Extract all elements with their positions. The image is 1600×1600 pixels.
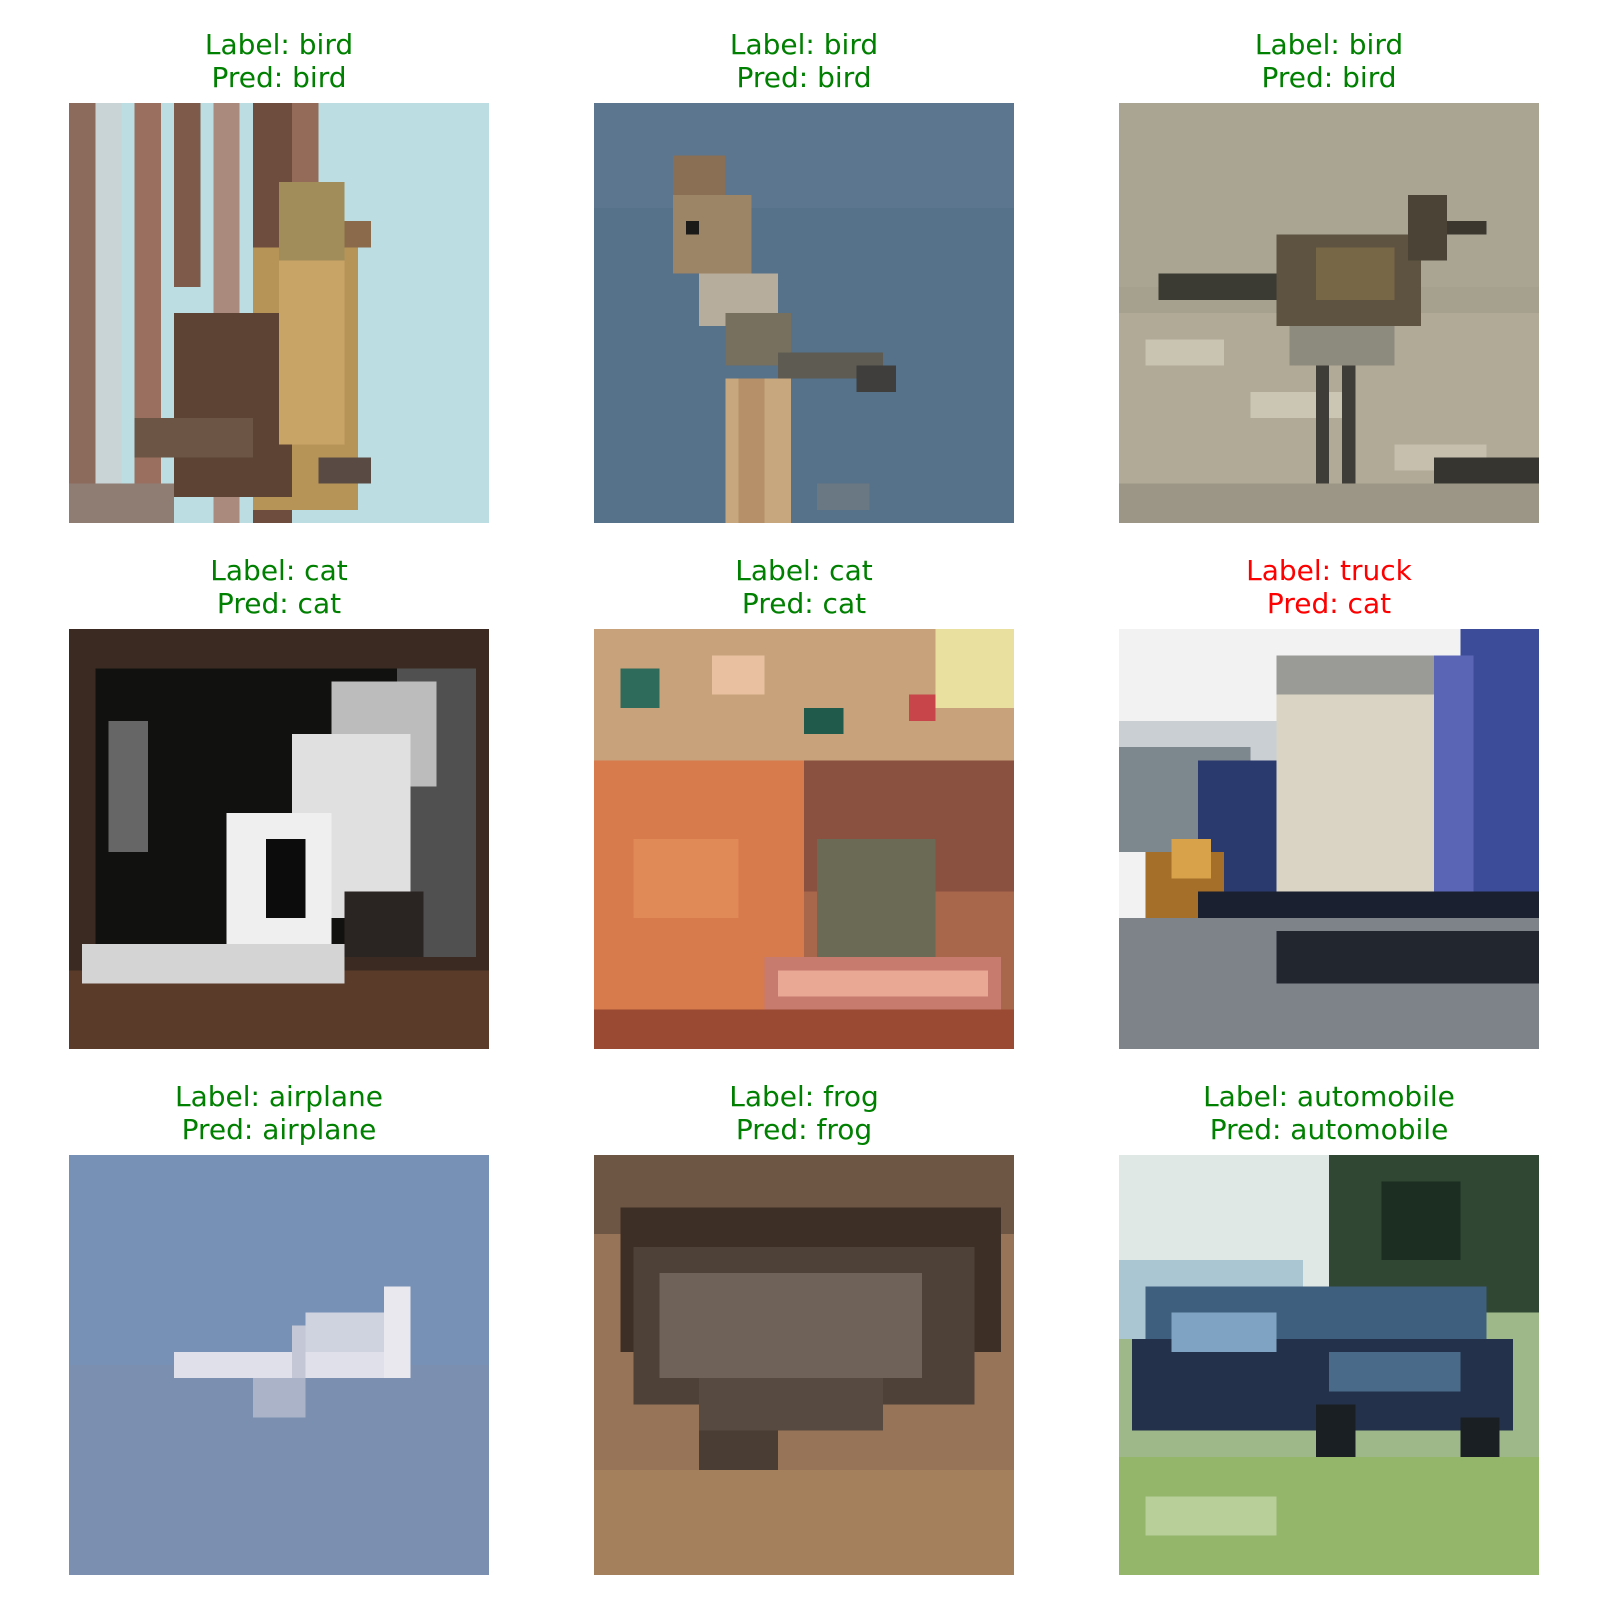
- true-label: Label: automobile: [1203, 1080, 1455, 1113]
- panel-caption: Label: cat Pred: cat: [69, 554, 489, 620]
- predicted-label: Pred: bird: [1261, 61, 1397, 94]
- sample-image: [1119, 629, 1539, 1049]
- panel-caption: Label: airplane Pred: airplane: [69, 1080, 489, 1146]
- sample-image: [1119, 103, 1539, 523]
- sample-image: [69, 629, 489, 1049]
- predicted-label: Pred: cat: [216, 587, 342, 620]
- sample-image: [594, 1155, 1014, 1575]
- true-label: Label: bird: [204, 28, 354, 61]
- true-label: Label: bird: [729, 28, 879, 61]
- sample-image: [1119, 1155, 1539, 1575]
- true-label: Label: frog: [729, 1080, 879, 1113]
- panel-caption: Label: bird Pred: bird: [594, 28, 1014, 94]
- true-label: Label: cat: [210, 554, 348, 587]
- sample-image: [594, 103, 1014, 523]
- true-label: Label: cat: [735, 554, 873, 587]
- panel-caption: Label: truck Pred: cat: [1119, 554, 1539, 620]
- true-label: Label: truck: [1246, 554, 1412, 587]
- panel-caption: Label: bird Pred: bird: [1119, 28, 1539, 94]
- panel-caption: Label: cat Pred: cat: [594, 554, 1014, 620]
- panel-caption: Label: automobile Pred: automobile: [1119, 1080, 1539, 1146]
- true-label: Label: airplane: [174, 1080, 383, 1113]
- predicted-label: Pred: frog: [735, 1113, 873, 1146]
- predicted-label: Pred: bird: [211, 61, 347, 94]
- predicted-label: Pred: cat: [741, 587, 867, 620]
- sample-image: [69, 103, 489, 523]
- predicted-label: Pred: cat: [1266, 587, 1392, 620]
- sample-image: [69, 1155, 489, 1575]
- panel-caption: Label: bird Pred: bird: [69, 28, 489, 94]
- predicted-label: Pred: automobile: [1209, 1113, 1449, 1146]
- predicted-label: Pred: airplane: [181, 1113, 377, 1146]
- panel-caption: Label: frog Pred: frog: [594, 1080, 1014, 1146]
- sample-image: [594, 629, 1014, 1049]
- predicted-label: Pred: bird: [736, 61, 872, 94]
- true-label: Label: bird: [1254, 28, 1404, 61]
